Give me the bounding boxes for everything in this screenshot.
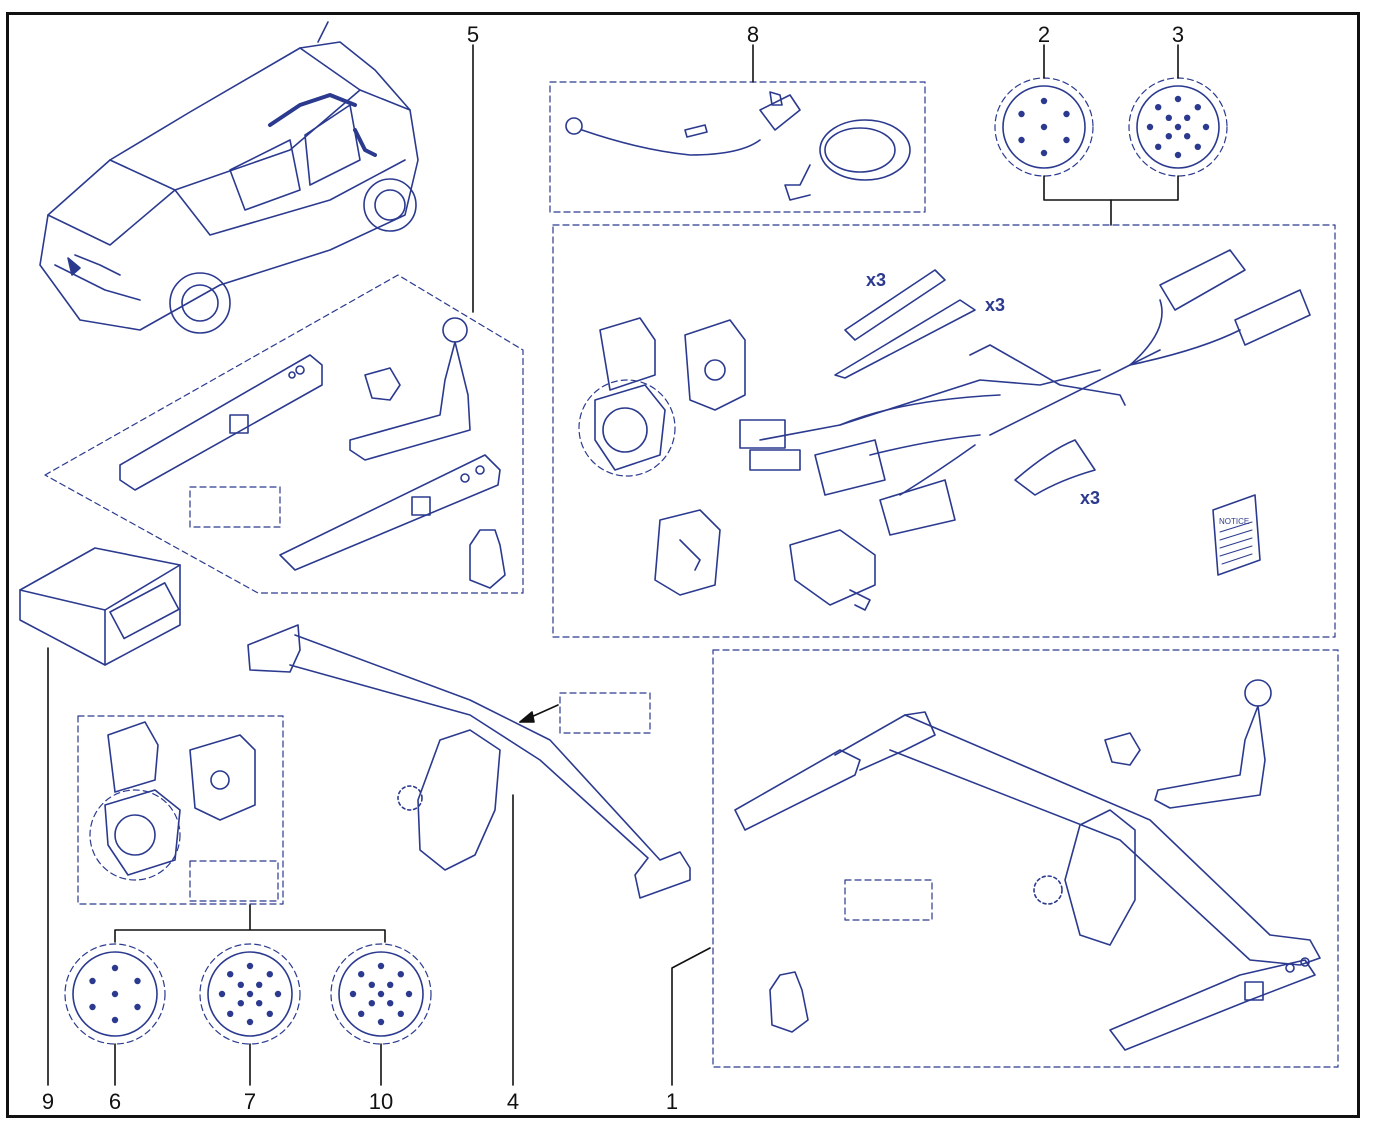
socket-diagrams-bottom (64, 943, 432, 1086)
socket-pin (1146, 123, 1154, 131)
quantity-mark-ties-1: x3 (866, 270, 887, 290)
socket-pin (256, 1000, 263, 1007)
socket-pin (89, 1003, 96, 1011)
socket-pin (1018, 110, 1025, 118)
socket-pin (1174, 95, 1182, 103)
socket-pin (358, 1010, 365, 1017)
socket-pin (1174, 151, 1182, 159)
quantity-mark-ties-2: x3 (985, 295, 1006, 315)
socket-pin (111, 964, 119, 972)
socket-pins (89, 95, 1210, 1026)
socket-pin (1063, 110, 1070, 118)
socket-pin (218, 990, 226, 998)
socket-pin (358, 971, 365, 978)
socket-pin (134, 1003, 141, 1011)
socket-pin (111, 990, 119, 998)
socket-pin (1155, 143, 1162, 150)
socket-pin (266, 971, 273, 978)
socket-pin (134, 977, 141, 985)
kit-6-parts (77, 715, 386, 943)
callout-2: 2 (1037, 22, 1051, 47)
socket-pin (237, 1000, 244, 1007)
socket-pin (387, 981, 394, 988)
socket-pin (227, 971, 234, 978)
socket-pin (368, 981, 375, 988)
diagram-frame (6, 12, 1360, 1118)
callout-4: 4 (506, 1089, 520, 1114)
socket-pin (246, 962, 254, 970)
socket-pin (368, 1000, 375, 1007)
callout-5: 5 (466, 22, 480, 47)
socket-pin (397, 971, 404, 978)
callout-7: 7 (243, 1089, 257, 1114)
socket-pin (405, 990, 413, 998)
callout-6: 6 (108, 1089, 122, 1114)
socket-pin (377, 1018, 385, 1026)
socket-pin (1040, 123, 1048, 131)
socket-pin (1018, 136, 1025, 144)
socket-pin (1040, 97, 1048, 105)
kit-5-parts (44, 274, 524, 594)
socket-pin (1174, 123, 1182, 131)
socket-pin (1063, 136, 1070, 144)
socket-pin (246, 1018, 254, 1026)
socket-pin (1155, 104, 1162, 111)
socket-pin (1040, 149, 1048, 157)
socket-pin (1194, 104, 1202, 111)
socket-pin (256, 981, 263, 988)
socket-pin (1184, 133, 1191, 140)
socket-pin (1202, 123, 1210, 131)
callout-1: 1 (665, 1089, 679, 1114)
socket-pin (274, 990, 282, 998)
kit-8-parts (549, 81, 926, 213)
socket-pin (1184, 114, 1191, 122)
callout-8: 8 (746, 22, 760, 47)
socket-pin (349, 990, 357, 998)
socket-pin (266, 1010, 273, 1017)
socket-pin (387, 1000, 394, 1007)
quantity-mark-pads: x3 (1080, 488, 1101, 508)
socket-pin (246, 990, 254, 998)
socket-pin (377, 990, 385, 998)
socket-diagrams-top (994, 77, 1228, 226)
callout-9: 9 (41, 1089, 55, 1114)
callout-10: 10 (368, 1089, 394, 1114)
socket-pin (1165, 114, 1173, 122)
socket-pin (89, 977, 96, 985)
car-illustration (39, 21, 419, 334)
socket-pin (397, 1010, 404, 1017)
control-module-9 (19, 547, 181, 1086)
towbar-4 (247, 624, 691, 1086)
notice-label: NOTICE (1219, 517, 1249, 526)
socket-pin (111, 1016, 119, 1024)
leader-lines (472, 44, 1179, 313)
socket-pin (237, 981, 244, 988)
wiring-kit-parts: NOTICE (552, 224, 1336, 638)
socket-pin (377, 962, 385, 970)
socket-pin (1165, 133, 1173, 140)
callout-3: 3 (1171, 22, 1185, 47)
socket-pin (1194, 143, 1202, 150)
kit-1-parts (671, 649, 1339, 1086)
socket-pin (227, 1010, 234, 1017)
